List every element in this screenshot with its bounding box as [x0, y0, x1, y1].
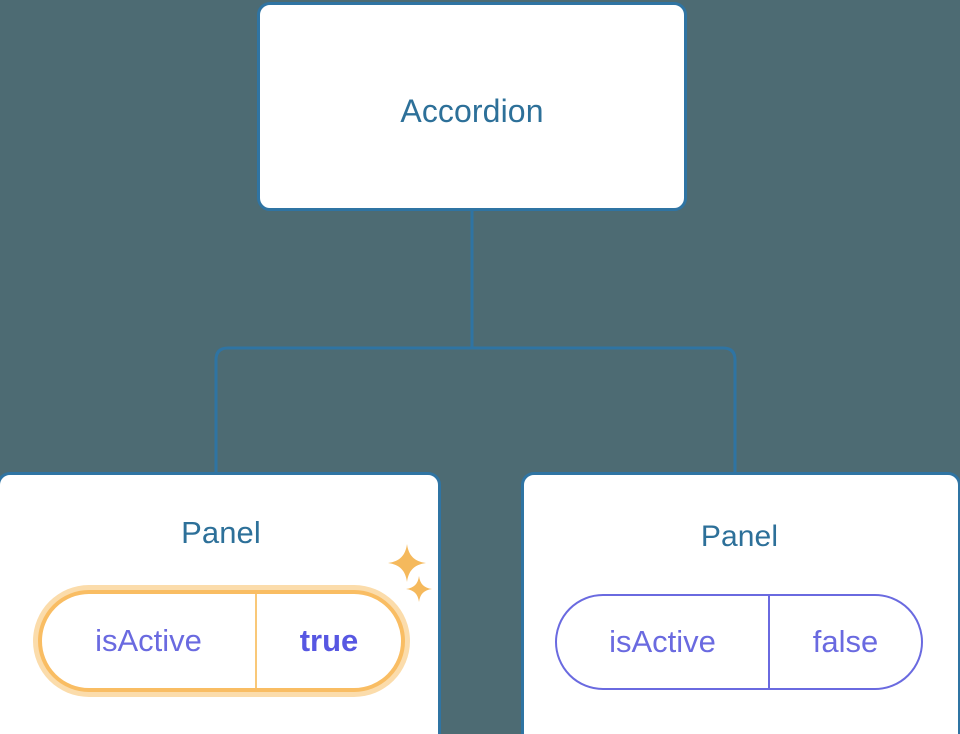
- node-panel-inactive-label: Panel: [700, 520, 779, 553]
- prop-key-isactive: isActive: [42, 594, 257, 688]
- prop-value-true: true: [299, 623, 359, 658]
- prop-pill-isactive-true[interactable]: isActive true: [33, 585, 410, 697]
- connector-branch-bar: [214, 346, 737, 476]
- prop-pill-inner: isActive true: [38, 590, 405, 692]
- node-panel-active-label: Panel: [181, 515, 261, 550]
- node-accordion[interactable]: Accordion: [257, 2, 687, 211]
- prop-key-isactive: isActive: [557, 596, 770, 688]
- node-accordion-label: Accordion: [400, 93, 544, 129]
- prop-value-false: false: [812, 624, 879, 659]
- prop-pill-isactive-false[interactable]: isActive false: [555, 594, 923, 690]
